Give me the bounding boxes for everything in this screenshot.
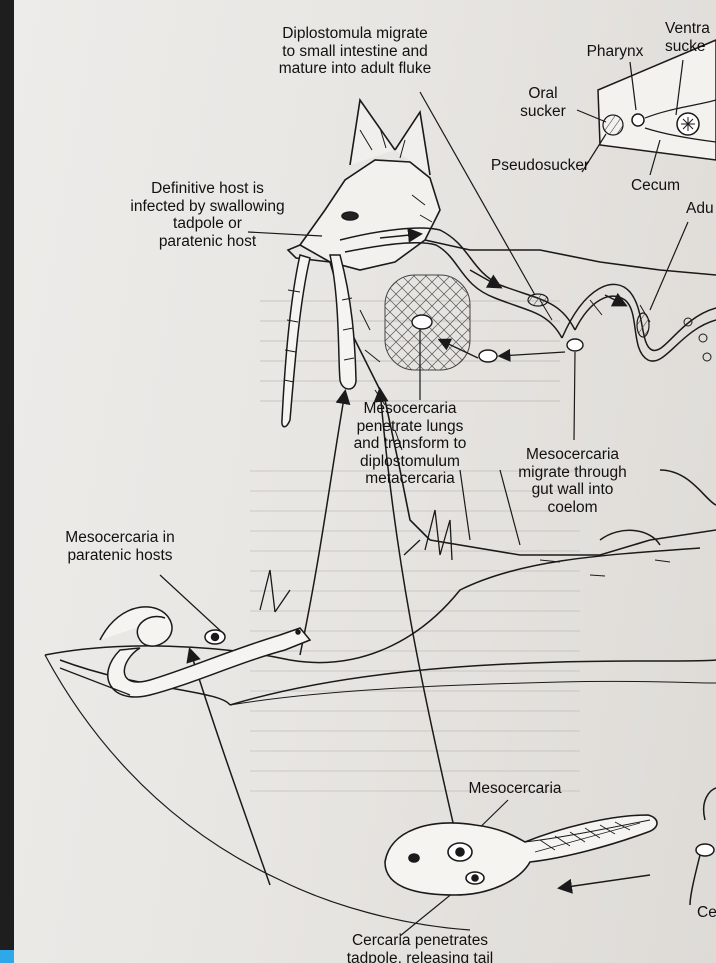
- label-ventral-sucker: Ventra sucke: [665, 20, 716, 55]
- label-oral-sucker: Oral sucker: [508, 85, 578, 120]
- mesocercaria-body: [567, 339, 583, 351]
- label-definitive-host: Definitive host is infected by swallowin…: [95, 180, 320, 250]
- fluke-in-intestine: [528, 294, 548, 306]
- label-cercaria-penetrates: Cercaria penetrates tadpole, releasing t…: [320, 932, 520, 963]
- label-mesocercaria-lungs: Mesocercaria penetrate lungs and transfo…: [340, 400, 480, 488]
- adult-fluke-in-gut: [637, 313, 649, 337]
- corner-marker: [0, 950, 14, 963]
- arrow-tadpole-to-snake: [190, 650, 270, 885]
- label-pharynx: Pharynx: [570, 43, 660, 61]
- egg: [699, 334, 707, 342]
- diplostomulum-in-lung: [412, 315, 432, 329]
- tadpole: [385, 815, 657, 895]
- label-adult: Adu: [686, 200, 716, 218]
- label-mesocercaria-gut: Mesocercaria migrate through gut wall in…: [500, 446, 645, 516]
- shore-and-water: [45, 510, 716, 930]
- egg: [684, 318, 692, 326]
- paratenic-snake: [60, 607, 310, 697]
- label-mesocercaria-paratenic: Mesocercaria in paratenic hosts: [45, 529, 195, 564]
- fluke-inset: [577, 40, 716, 310]
- arrow-snake-to-fox: [300, 392, 345, 655]
- label-cecum: Cecum: [618, 177, 693, 195]
- label-cercaria-edge: Ce: [697, 904, 716, 922]
- egg: [703, 353, 711, 361]
- label-diplostomula-migrate: Diplostomula migrate to small intestine …: [235, 25, 475, 78]
- label-mesocercaria: Mesocercaria: [455, 780, 575, 798]
- label-pseudosucker: Pseudosucker: [485, 157, 595, 175]
- mesocercaria-body: [479, 350, 497, 362]
